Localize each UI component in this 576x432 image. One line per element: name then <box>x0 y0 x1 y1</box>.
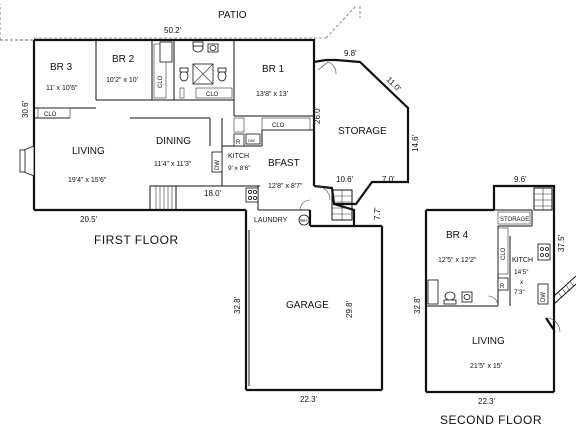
br1-closet: CLO <box>233 117 311 133</box>
dishwasher-label: DW <box>215 160 221 170</box>
br1-name: BR 1 <box>262 64 285 75</box>
sf-kitch-size-x: x <box>520 279 524 286</box>
stairs-second-floor <box>533 187 553 211</box>
laundry-name: LAUNDRY <box>254 217 288 224</box>
first-floor-labels: 50.2' 30.6' 20.5' 18.0' 9.8' 11.0' 14.6'… <box>21 26 420 404</box>
patio-label: PATIO <box>218 10 247 21</box>
sf-dim-right: 37.5' <box>557 234 566 252</box>
br2-name: BR 2 <box>112 54 135 65</box>
sf-kitch-size-w: 14'5" <box>514 269 529 276</box>
bfast-name: BFAST <box>268 158 300 169</box>
dim-br1-right: 26.0' <box>313 106 322 124</box>
dim-bottom-left: 20.5' <box>80 215 98 224</box>
br1-closet-label: CLO <box>272 123 285 129</box>
sink-icon <box>209 45 217 51</box>
water-heater-icon <box>298 214 310 226</box>
br2-closet-label: CLO <box>158 75 164 88</box>
dim-garage-right: 29.8' <box>345 300 354 318</box>
dim-storage-bottom: 7.0' <box>382 175 395 184</box>
sf-dishwasher-label: DW <box>541 292 547 302</box>
fireplace <box>19 145 35 177</box>
sf-toilet-icon <box>444 291 456 301</box>
garage-name: GARAGE <box>286 300 329 311</box>
hall-bath <box>159 41 227 99</box>
dishwasher-icon <box>211 151 223 173</box>
br1-size: 13'8" x 13' <box>256 91 288 98</box>
br3-closet: CLO <box>37 107 71 119</box>
br2-size: 10'2" x 10' <box>106 77 138 84</box>
water-heater-label: WH <box>300 218 308 223</box>
sf-refrigerator-label: R <box>500 284 505 290</box>
sf-refrigerator-icon <box>497 277 509 291</box>
sf-dim-top: 9.6' <box>514 175 527 184</box>
sf-kitch-size-h: 7'3" <box>514 289 525 296</box>
sf-dim-left: 32.8' <box>413 296 422 314</box>
sf-br4-size: 12'5" x 12'2" <box>438 257 477 264</box>
range-label: DW <box>248 138 255 143</box>
hall-closet: CLO <box>195 87 233 99</box>
refrigerator-label: R <box>236 140 241 146</box>
sf-tub-icon <box>427 279 439 305</box>
dim-storage-right: 14.6' <box>411 134 420 152</box>
sf-dim-bottom: 22.3' <box>478 397 496 406</box>
dim-left-depth: 30.6' <box>21 100 30 118</box>
sf-br4-name: BR 4 <box>446 230 469 241</box>
br3-closet-label: CLO <box>44 112 57 118</box>
second-floor-fixtures: CLO R DW <box>427 211 551 307</box>
storage-name: STORAGE <box>338 126 387 137</box>
sf-dishwasher-icon <box>537 283 549 305</box>
first-floor-caption: FIRST FLOOR <box>94 233 179 247</box>
second-floor-walls <box>424 184 556 394</box>
living-name: LIVING <box>72 146 105 157</box>
sf-kitch-name: KITCH <box>512 257 533 264</box>
kitchen-fixtures: R DW DW <box>211 133 261 203</box>
dim-garage-left: 32.8' <box>233 296 242 314</box>
dim-storage-top: 9.8' <box>344 49 357 58</box>
dining-name: DINING <box>156 136 191 147</box>
first-floor-walls <box>32 38 410 392</box>
patio-area: PATIO <box>0 4 361 41</box>
second-floor-labels: 9.6' 37.5' 32.8' 22.3' STORAGE BR 4 12'5… <box>413 175 566 427</box>
sf-living-name: LIVING <box>472 336 505 347</box>
dim-top-width: 50.2' <box>164 26 182 35</box>
br3-name: BR 3 <box>50 62 73 73</box>
sf-closet-label: CLO <box>501 247 507 260</box>
hall-closet-label: CLO <box>206 92 219 98</box>
sf-living-size: 21'5" x 15' <box>470 363 502 370</box>
dim-laundry-step: 7.7' <box>373 207 382 220</box>
stairs-garage <box>331 189 353 221</box>
living-size: 19'4" x 15'6" <box>68 177 107 184</box>
dim-storage-right-top: 11.0' <box>385 75 403 93</box>
door-swings <box>299 61 337 211</box>
second-floor-caption: SECOND FLOOR <box>440 413 542 427</box>
dim-garage-bottom: 22.3' <box>300 395 318 404</box>
br3-size: 11' x 10'6" <box>46 85 78 92</box>
kitch-name: KITCH <box>228 153 249 160</box>
stairs-living <box>149 185 177 211</box>
water-heater: WH <box>298 214 310 226</box>
dim-bottom-mid: 18.0' <box>204 189 222 198</box>
exterior-stairs <box>545 275 576 333</box>
dim-bfast-right: 10.6' <box>336 175 354 184</box>
refrigerator-icon <box>233 133 245 147</box>
bfast-size: 12'8" x 8'7" <box>268 183 303 190</box>
kitch-size: 9' x 8'6" <box>228 165 251 172</box>
sf-storage-name: STORAGE <box>500 217 529 223</box>
dining-size: 11'4" x 11'3" <box>154 161 192 168</box>
